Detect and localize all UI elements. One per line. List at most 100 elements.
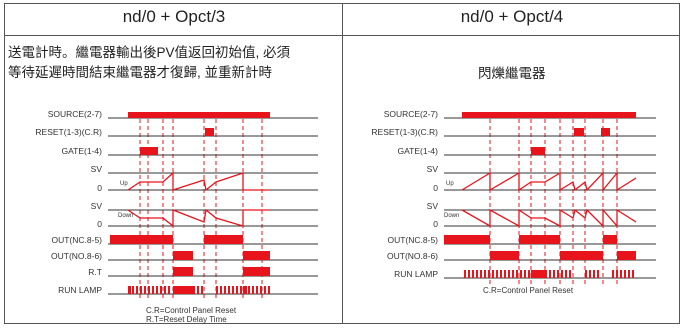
right-runlamp-blink — [569, 270, 571, 278]
right-runlamp-blink — [632, 270, 634, 278]
right-runlamp-blink — [545, 270, 547, 278]
right-runlamp-blink — [508, 270, 510, 278]
right-signal-label: 0 — [433, 219, 438, 229]
left-runlamp-blink — [268, 286, 270, 294]
left-runlamp-blink — [224, 286, 226, 294]
right-runlamp-blink — [624, 270, 626, 278]
right-up-label: Up — [446, 181, 454, 187]
left-runlamp-blink — [160, 286, 162, 294]
right-runlamp-blink — [616, 270, 618, 278]
left-runlamp-blink — [193, 286, 195, 294]
left-panel-title: nd/0 + Opct/3 — [122, 7, 226, 26]
right-desc-line1: 閃爍繼電器 — [478, 66, 546, 81]
left-runlamp-blink — [201, 286, 203, 294]
right-runlamp-blink — [585, 270, 587, 278]
right-runlamp-blink — [468, 270, 470, 278]
left-runlamp-blink — [197, 286, 199, 294]
left-title-separator — [4, 35, 342, 36]
right-runlamp-blink — [612, 270, 614, 278]
right-runlamp-blink — [597, 270, 599, 278]
right-runlamp-blink — [628, 270, 630, 278]
left-out-nc-pulse — [204, 235, 243, 244]
right-runlamp-blink — [492, 270, 494, 278]
left-runlamp-blink — [140, 286, 142, 294]
right-out-nc-pulse — [444, 235, 490, 244]
left-signal-label: SOURCE(2-7) — [48, 109, 102, 119]
right-title-separator — [343, 35, 680, 36]
left-runlamp-blink — [152, 286, 154, 294]
right-signal-label: SOURCE(2-7) — [384, 109, 438, 119]
left-rt-pulse — [243, 267, 270, 276]
left-down-label: Down — [118, 213, 133, 219]
left-runlamp-blink — [240, 286, 242, 294]
left-runlamp-blink — [260, 286, 262, 294]
right-signal-label: SV — [427, 164, 439, 174]
left-out-no-pulse — [243, 251, 270, 260]
right-gate-pulse — [531, 147, 545, 155]
left-reset-pulse — [205, 128, 214, 136]
left-source-pulse — [128, 112, 270, 118]
right-reset-pulse — [601, 128, 610, 136]
right-signal-label: RESET(1-3)(C.R) — [371, 127, 438, 137]
left-runlamp-pulse — [173, 286, 193, 294]
right-timing-diagram: SOURCE(2-7)RESET(1-3)(C.R)GATE(1-4)SV0SV… — [371, 109, 656, 295]
left-runlamp-blink — [232, 286, 234, 294]
left-signal-label: 0 — [97, 183, 102, 193]
right-signal-label: OUT(NC.8-5) — [387, 235, 438, 245]
left-signal-label: OUT(NO.8-6) — [51, 251, 102, 261]
left-out-no-pulse — [173, 251, 193, 260]
panel-divider — [342, 3, 343, 324]
right-runlamp-blink — [557, 270, 559, 278]
right-runlamp-blink — [488, 270, 490, 278]
left-signal-label: 0 — [97, 219, 102, 229]
right-runlamp-blink — [516, 270, 518, 278]
right-runlamp-blink — [520, 270, 522, 278]
left-runlamp-blink — [252, 286, 254, 294]
right-runlamp-blink — [464, 270, 466, 278]
left-note-cr: C.R=Control Panel Reset — [146, 306, 237, 315]
left-runlamp-blink — [264, 286, 266, 294]
right-signal-label: 0 — [433, 183, 438, 193]
right-runlamp-blink — [593, 270, 595, 278]
right-runlamp-blink — [549, 270, 551, 278]
right-out-nc-pulse — [603, 235, 617, 244]
left-signal-label: SV — [91, 201, 103, 211]
right-out-nc-pulse — [519, 235, 560, 244]
left-runlamp-blink — [220, 286, 222, 294]
left-rt-pulse — [173, 267, 193, 276]
right-runlamp-blink — [476, 270, 478, 278]
left-signal-label: R.T — [88, 267, 102, 277]
right-runlamp-blink — [528, 270, 530, 278]
left-runlamp-blink — [164, 286, 166, 294]
right-runlamp-blink — [496, 270, 498, 278]
right-signal-label: RUN LAMP — [394, 269, 438, 279]
right-runlamp-blink — [472, 270, 474, 278]
right-sv-down-trace — [461, 208, 637, 228]
left-signal-label: SV — [91, 164, 103, 174]
right-sv-up-trace — [461, 171, 637, 192]
right-runlamp-blink — [565, 270, 567, 278]
left-gate-pulse — [140, 147, 158, 155]
left-runlamp-blink — [256, 286, 258, 294]
right-runlamp-blink — [561, 270, 563, 278]
right-signal-label: OUT(NO.8-6) — [387, 251, 438, 261]
left-up-label: Up — [120, 181, 128, 187]
left-runlamp-blink — [132, 286, 134, 294]
right-runlamp-blink — [480, 270, 482, 278]
left-out-nc-pulse — [110, 235, 173, 244]
left-desc-line1: 送電計時。繼電器輸出後PV值返回初始值, 必須 — [8, 45, 291, 60]
right-note-cr: C.R=Control Panel Reset — [483, 286, 574, 295]
left-runlamp-blink — [148, 286, 150, 294]
left-note-rt: R.T=Reset Delay Time — [146, 315, 227, 324]
left-runlamp-blink — [236, 286, 238, 294]
right-reset-pulse — [574, 128, 584, 136]
left-timing-diagram: SOURCE(2-7)RESET(1-3)(C.R)GATE(1-4)SV0SV… — [35, 109, 318, 324]
right-out-no-pulse — [560, 251, 603, 260]
left-signal-label: GATE(1-4) — [62, 146, 103, 156]
right-signal-label: GATE(1-4) — [398, 146, 439, 156]
left-runlamp-blink — [156, 286, 158, 294]
right-runlamp-blink — [500, 270, 502, 278]
left-runlamp-blink — [136, 286, 138, 294]
left-runlamp-pulse — [128, 286, 131, 294]
